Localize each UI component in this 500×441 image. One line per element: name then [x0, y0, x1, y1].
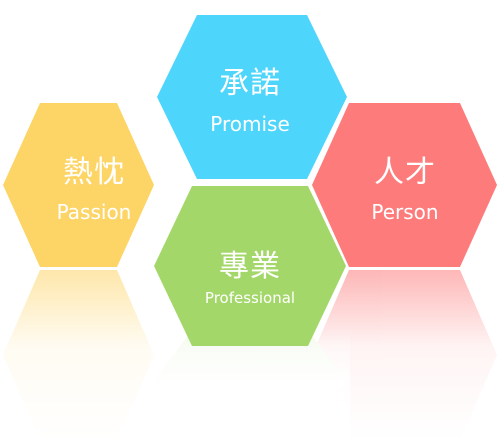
promise-subtitle: Promise — [210, 112, 290, 136]
professional-subtitle: Professional — [205, 289, 295, 307]
person-subtitle: Person — [371, 200, 438, 224]
professional-hexagon-shape — [154, 186, 346, 346]
promise-hexagon-shape — [157, 15, 347, 179]
passion-subtitle: Passion — [57, 200, 132, 224]
professional-hexagon: 專業 Professional — [154, 186, 346, 346]
reflection-fade-center — [150, 330, 350, 441]
person-hexagon-shape — [312, 103, 497, 267]
person-hexagon: 人才 Person — [312, 103, 497, 267]
passion-hexagon: 熱忱 Passion — [3, 103, 154, 267]
promise-hexagon: 承諾 Promise — [157, 15, 347, 179]
passion-title: 熱忱 — [63, 155, 125, 190]
professional-title: 專業 — [219, 249, 281, 284]
promise-title: 承諾 — [219, 66, 281, 101]
passion-hexagon-shape — [3, 103, 154, 267]
person-title: 人才 — [374, 155, 436, 190]
